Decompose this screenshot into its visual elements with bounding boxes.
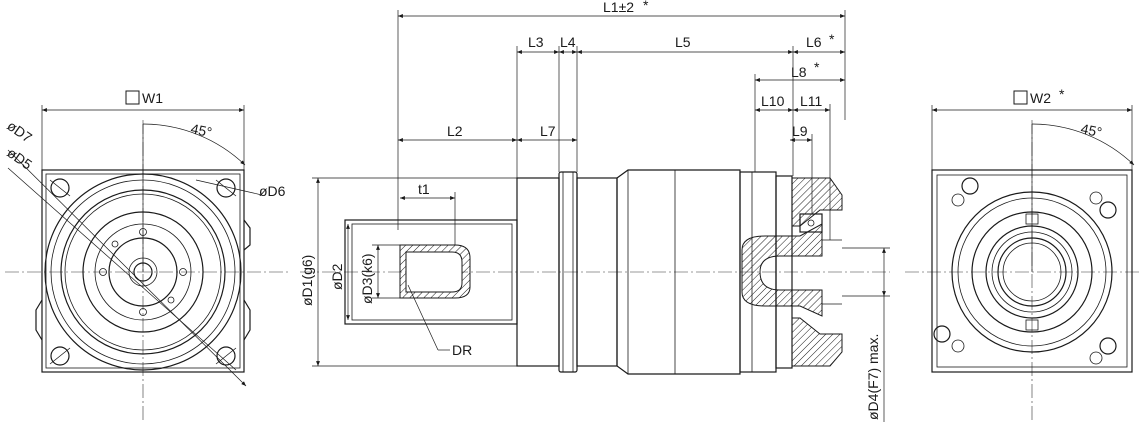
left-front-view xyxy=(5,90,290,420)
label-d7: øD7 xyxy=(4,117,35,145)
label-l2: L2 xyxy=(447,123,463,139)
label-w2: W2 xyxy=(1030,90,1051,106)
labels-layer: L1±2 * L3 L4 L5 L6 * L8 * L10 L11 L9 L2 … xyxy=(4,0,1103,420)
label-angle-right: 45° xyxy=(1079,120,1103,140)
star-l6: * xyxy=(829,31,835,47)
label-d4: øD4(F7) max. xyxy=(865,334,881,420)
star-w2: * xyxy=(1059,86,1065,102)
label-d6: øD6 xyxy=(259,183,286,199)
label-l10: L10 xyxy=(761,93,785,109)
label-l5: L5 xyxy=(675,34,691,50)
label-l1: L1±2 xyxy=(603,0,634,15)
middle-dimensions xyxy=(312,10,890,422)
star-l1: * xyxy=(643,0,649,13)
star-l8: * xyxy=(814,59,820,75)
right-end-view xyxy=(905,90,1140,420)
label-d1: øD1(g6) xyxy=(299,255,315,306)
label-l4: L4 xyxy=(560,34,576,50)
label-l8: L8 xyxy=(791,64,807,80)
label-angle-left: 45° xyxy=(189,120,213,140)
label-l11: L11 xyxy=(800,93,823,109)
label-l9: L9 xyxy=(792,123,808,139)
middle-side-view xyxy=(300,169,890,375)
label-dr: DR xyxy=(452,342,472,358)
label-d3: øD3(k6) xyxy=(359,253,375,304)
label-l6: L6 xyxy=(806,34,822,50)
label-d2: øD2 xyxy=(329,263,345,290)
label-l7: L7 xyxy=(540,123,556,139)
label-t1: t1 xyxy=(418,181,430,197)
label-l3: L3 xyxy=(528,34,544,50)
label-w1: W1 xyxy=(142,90,163,106)
